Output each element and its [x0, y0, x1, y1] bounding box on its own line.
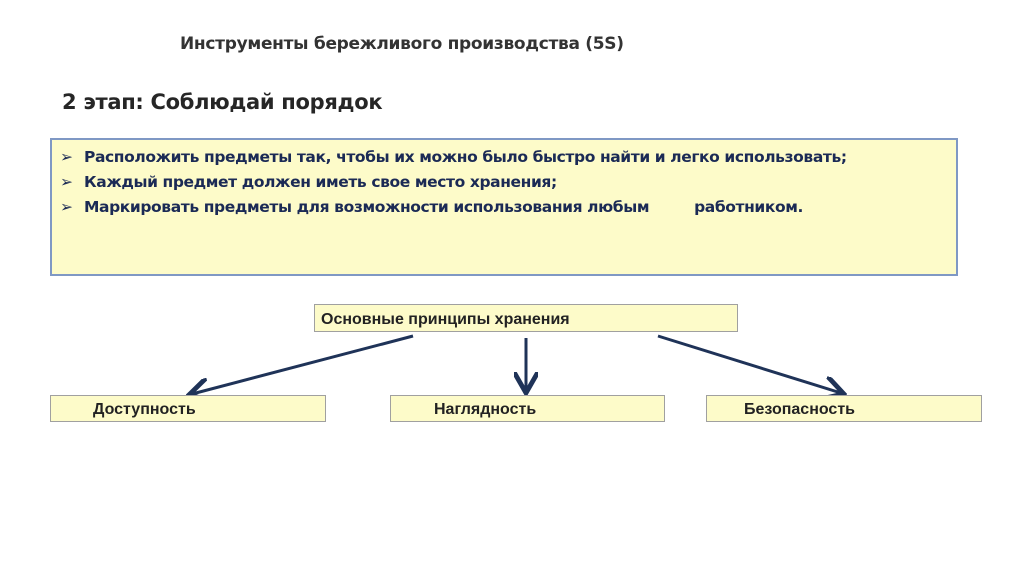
bullet-item: ➢ Каждый предмет должен иметь свое место … [60, 173, 557, 191]
bullet-text: Расположить предметы так, чтобы их можно… [84, 148, 847, 166]
bullet-item: ➢ Маркировать предметы для возможности ис… [60, 198, 803, 216]
stage-heading: 2 этап: Соблюдай порядок [62, 90, 383, 114]
slide-title: Инструменты бережливого производства (5S… [180, 34, 624, 54]
arrow-bullet-icon: ➢ [60, 173, 73, 191]
bullet-text: Каждый предмет должен иметь свое место х… [84, 173, 557, 191]
arrow-bullet-icon: ➢ [60, 198, 73, 216]
arrow-left [192, 334, 414, 394]
bullet-item: ➢ Расположить предметы так, чтобы их можн… [60, 148, 847, 166]
arrow-bullet-icon: ➢ [60, 148, 73, 166]
root-node: Основные принципы хранения [314, 304, 738, 332]
arrow-right [657, 334, 841, 393]
bullet-text: Маркировать предметы для возможности исп… [84, 198, 803, 216]
child-node-accessibility: Доступность [50, 395, 326, 422]
rules-box: ➢ Расположить предметы так, чтобы их можн… [50, 138, 958, 276]
child-node-visibility: Наглядность [390, 395, 665, 422]
child-node-safety: Безопасность [706, 395, 982, 422]
